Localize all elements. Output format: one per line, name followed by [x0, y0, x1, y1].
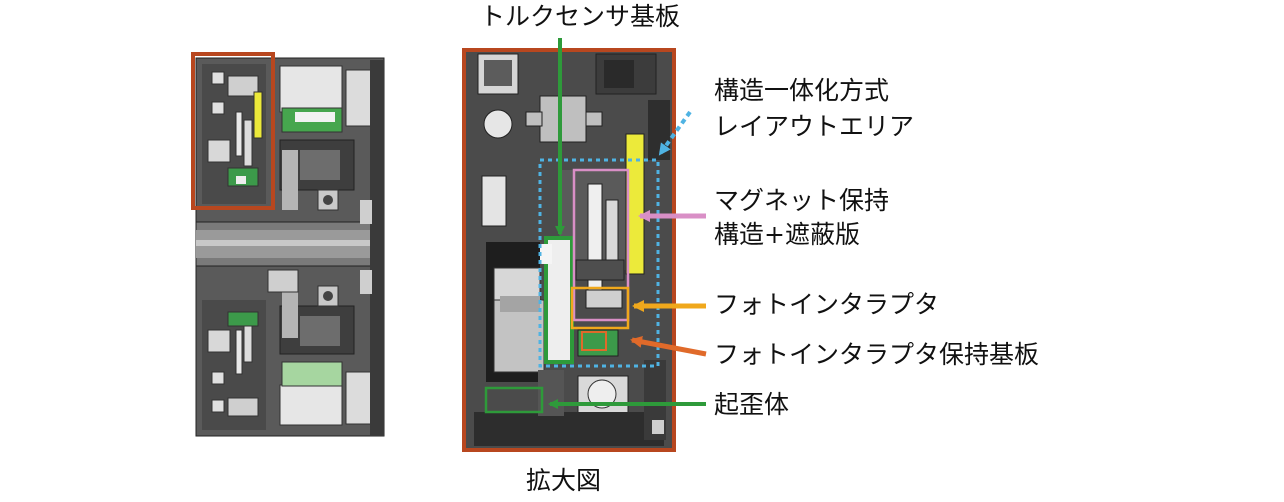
left-zoom-frame — [191, 52, 275, 210]
strain-body-outline — [484, 386, 544, 414]
magnet-holder-outline — [572, 168, 630, 322]
integrated-layout-area — [538, 158, 660, 368]
photo-interrupter-board-arrow — [630, 335, 707, 357]
left-mechanism — [195, 57, 385, 437]
integrated-layout-label-line1: 構造一体化方式 — [714, 76, 890, 105]
magnet-holder-label-line2: 構造+遮蔽版 — [714, 220, 860, 249]
strain-body-label: 起歪体 — [714, 390, 790, 419]
photo-interrupter-board-label: フォトインタラプタ保持基板 — [714, 340, 1040, 369]
photo-interrupter-label: フォトインタラプタ — [714, 290, 940, 319]
integrated-layout-label-line2: レイアウトエリア — [714, 112, 915, 141]
photo-interrupter-board-outline — [581, 331, 607, 351]
magnet-holder-label-line1: マグネット保持 — [714, 186, 890, 215]
enlarged-view-caption: 拡大図 — [526, 466, 602, 495]
enlarged-mechanism — [466, 50, 672, 450]
enlarged-frame — [462, 48, 676, 452]
torque-sensor-board-label: トルクセンサ基板 — [480, 2, 681, 31]
photo-interrupter-outline — [570, 286, 630, 330]
